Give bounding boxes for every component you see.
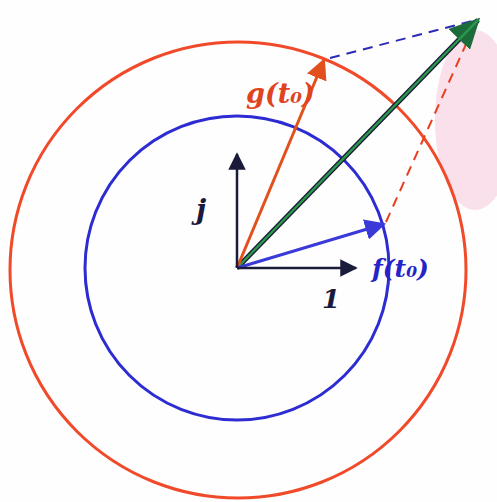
sum-vector: [237, 20, 478, 268]
vector-label: g(t₀): [246, 80, 315, 107]
unit-imag-axis: [236, 154, 239, 268]
axis-label: 1: [322, 286, 340, 312]
g-vector: [237, 60, 324, 268]
dashed-parallel: [330, 20, 476, 58]
f-vector: [237, 224, 384, 268]
unit-real-axis: [237, 267, 356, 270]
vector-label: f(t₀): [372, 256, 429, 281]
sum-vector: [237, 20, 478, 268]
axis-label: j: [196, 196, 206, 224]
dashed-parallel: [386, 22, 476, 222]
outer-circle: [10, 42, 466, 498]
